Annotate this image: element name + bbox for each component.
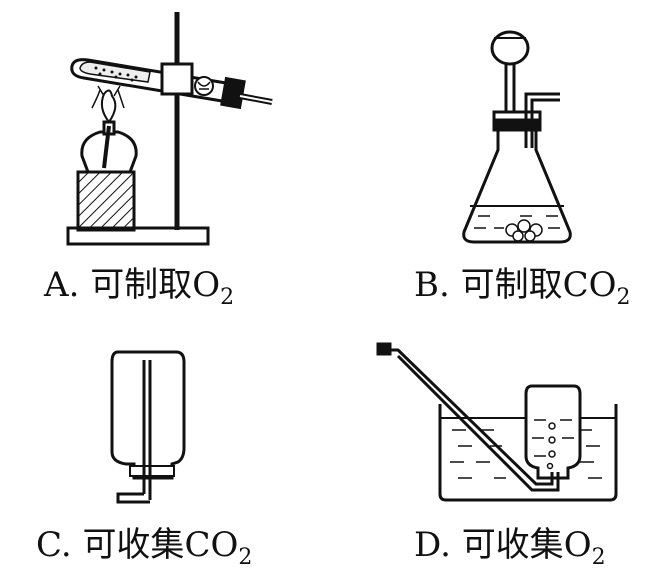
apparatus-b (462, 30, 572, 244)
gas-bubbles (546, 422, 556, 470)
apparatus-d (376, 342, 618, 502)
alcohol-lamp (80, 130, 138, 174)
flame (100, 89, 117, 124)
collecting-bottle (524, 384, 582, 480)
caption-a: A. 可制取O2 (43, 265, 234, 310)
delivery-tube-b (524, 92, 560, 148)
stand-base (66, 226, 210, 246)
funnel-bulb (490, 30, 530, 66)
gas-bottle (110, 350, 186, 480)
apparatus-a (66, 12, 273, 246)
caption-b: B. 可制取CO2 (414, 265, 631, 310)
marble-chips (505, 219, 543, 242)
apparatus-c (110, 350, 186, 504)
caption-d: D. 可收集O2 (414, 525, 606, 570)
wood-block (76, 170, 136, 232)
conical-flask (462, 112, 572, 244)
clamp (160, 62, 194, 96)
caption-c: C. 可收集CO2 (36, 525, 252, 570)
delivery-tube-d (384, 348, 554, 486)
stopper (220, 76, 246, 110)
